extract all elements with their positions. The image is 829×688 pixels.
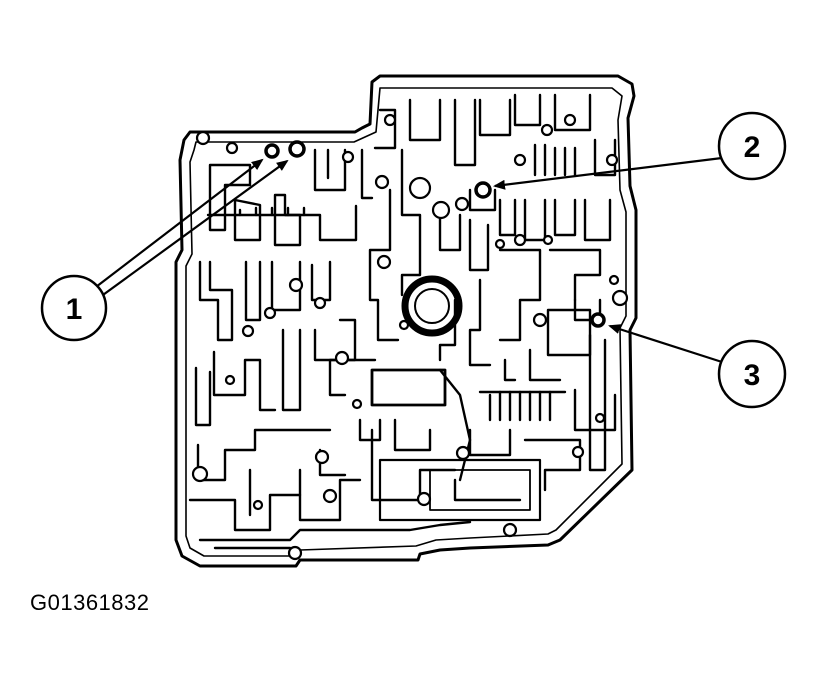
leader-arrow-1a	[91, 158, 264, 291]
port-holes	[191, 113, 629, 561]
check-ball-2	[474, 181, 492, 199]
callout-3: 3	[717, 339, 787, 409]
check-ball-3	[590, 312, 606, 328]
check-ball-1b	[288, 140, 306, 158]
callout-2: 2	[717, 111, 787, 181]
callout-3-label: 3	[744, 359, 761, 392]
leader-arrow-2	[493, 156, 723, 190]
check-balls	[264, 140, 606, 328]
figure-id-label: G01361832	[30, 590, 150, 615]
central-bore	[401, 275, 463, 337]
callout-2-label: 2	[744, 131, 761, 164]
leader-arrow-3	[608, 324, 723, 364]
callout-1-label: 1	[66, 293, 83, 326]
check-ball-1a	[264, 143, 280, 159]
leader-arrow-1b	[95, 159, 289, 301]
callout-1: 1	[40, 274, 108, 342]
leader-arrows	[91, 156, 723, 364]
plate-outline	[174, 74, 638, 568]
